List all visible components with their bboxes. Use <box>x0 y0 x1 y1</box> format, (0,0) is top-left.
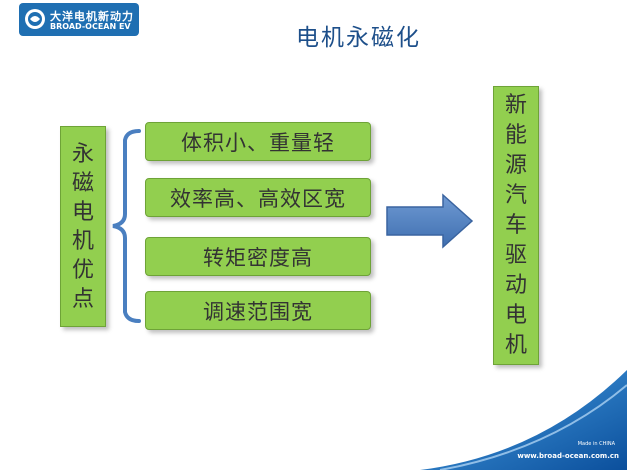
left-box-char: 永 <box>71 141 94 167</box>
right-box-char: 动 <box>504 272 527 298</box>
brand-logo: 大洋电机新动力 BROAD-OCEAN EV <box>19 3 139 36</box>
advantage-label: 转矩密度高 <box>203 245 313 270</box>
corner-swoosh-decoration <box>420 370 627 470</box>
advantage-item-speed-range: 调速范围宽 <box>145 291 371 330</box>
right-box-char: 车 <box>504 212 527 238</box>
logo-english-name: BROAD-OCEAN EV <box>50 22 131 31</box>
left-box-char: 电 <box>71 199 94 225</box>
advantage-item-size-weight: 体积小、重量轻 <box>145 122 371 161</box>
logo-chinese-name: 大洋电机新动力 <box>50 10 134 23</box>
nev-drive-motor-box: 新 能 源 汽 车 驱 动 电 机 <box>493 86 539 365</box>
permanent-magnet-advantages-box: 永 磁 电 机 优 点 <box>60 126 106 327</box>
right-box-char: 驱 <box>504 242 527 268</box>
left-box-char: 机 <box>71 228 94 254</box>
advantage-item-torque-density: 转矩密度高 <box>145 237 371 276</box>
right-box-char: 源 <box>504 152 527 178</box>
page-title: 电机永磁化 <box>296 25 421 51</box>
right-box-char: 汽 <box>504 182 527 208</box>
right-box-char: 新 <box>504 92 527 118</box>
advantage-label: 体积小、重量轻 <box>181 130 335 155</box>
footer-made-in-tag: Made in CHINA <box>577 441 615 447</box>
right-box-char: 机 <box>504 332 527 358</box>
right-box-char: 电 <box>504 302 527 328</box>
left-box-char: 磁 <box>71 170 94 196</box>
logo-mark-icon <box>25 9 45 29</box>
left-box-char: 点 <box>71 286 94 312</box>
right-arrow-icon <box>386 193 474 249</box>
curly-brace-icon <box>112 129 141 323</box>
advantage-label: 调速范围宽 <box>203 299 313 324</box>
right-box-char: 能 <box>504 122 527 148</box>
advantage-label: 效率高、高效区宽 <box>170 186 346 211</box>
left-box-char: 优 <box>71 257 94 283</box>
footer-website-link[interactable]: www.broad-ocean.com.cn <box>517 452 619 460</box>
advantage-item-efficiency: 效率高、高效区宽 <box>145 178 371 217</box>
